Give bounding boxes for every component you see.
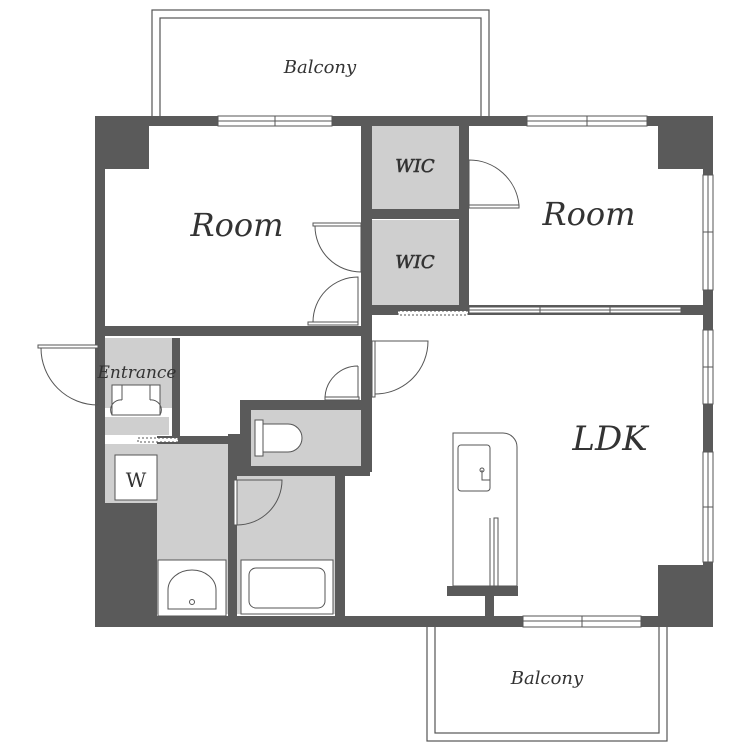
room-left-label: Room [190, 206, 284, 244]
windows [217, 115, 714, 628]
entrance-label: Entrance [97, 363, 177, 383]
balcony-top-label: Balcony [283, 57, 357, 78]
bathtub [240, 559, 334, 615]
wic-upper-label: WIC [395, 156, 435, 177]
ldk-label: LDK [571, 419, 650, 459]
balcony-bottom-label: Balcony [510, 668, 584, 689]
sliding-doors [137, 306, 682, 443]
vanity-sink [157, 559, 227, 617]
washer-label: W [126, 468, 147, 492]
room-right-label: Room [542, 195, 636, 233]
room-labels: Balcony Room Room WIC WIC Entrance LDK W… [97, 57, 651, 689]
shoe-cabinet [110, 384, 162, 416]
toilet [254, 419, 303, 457]
washer-space [114, 454, 158, 501]
kitchen-counter [452, 432, 518, 587]
wic-lower-label: WIC [395, 252, 435, 273]
swing-doors [37, 159, 520, 526]
